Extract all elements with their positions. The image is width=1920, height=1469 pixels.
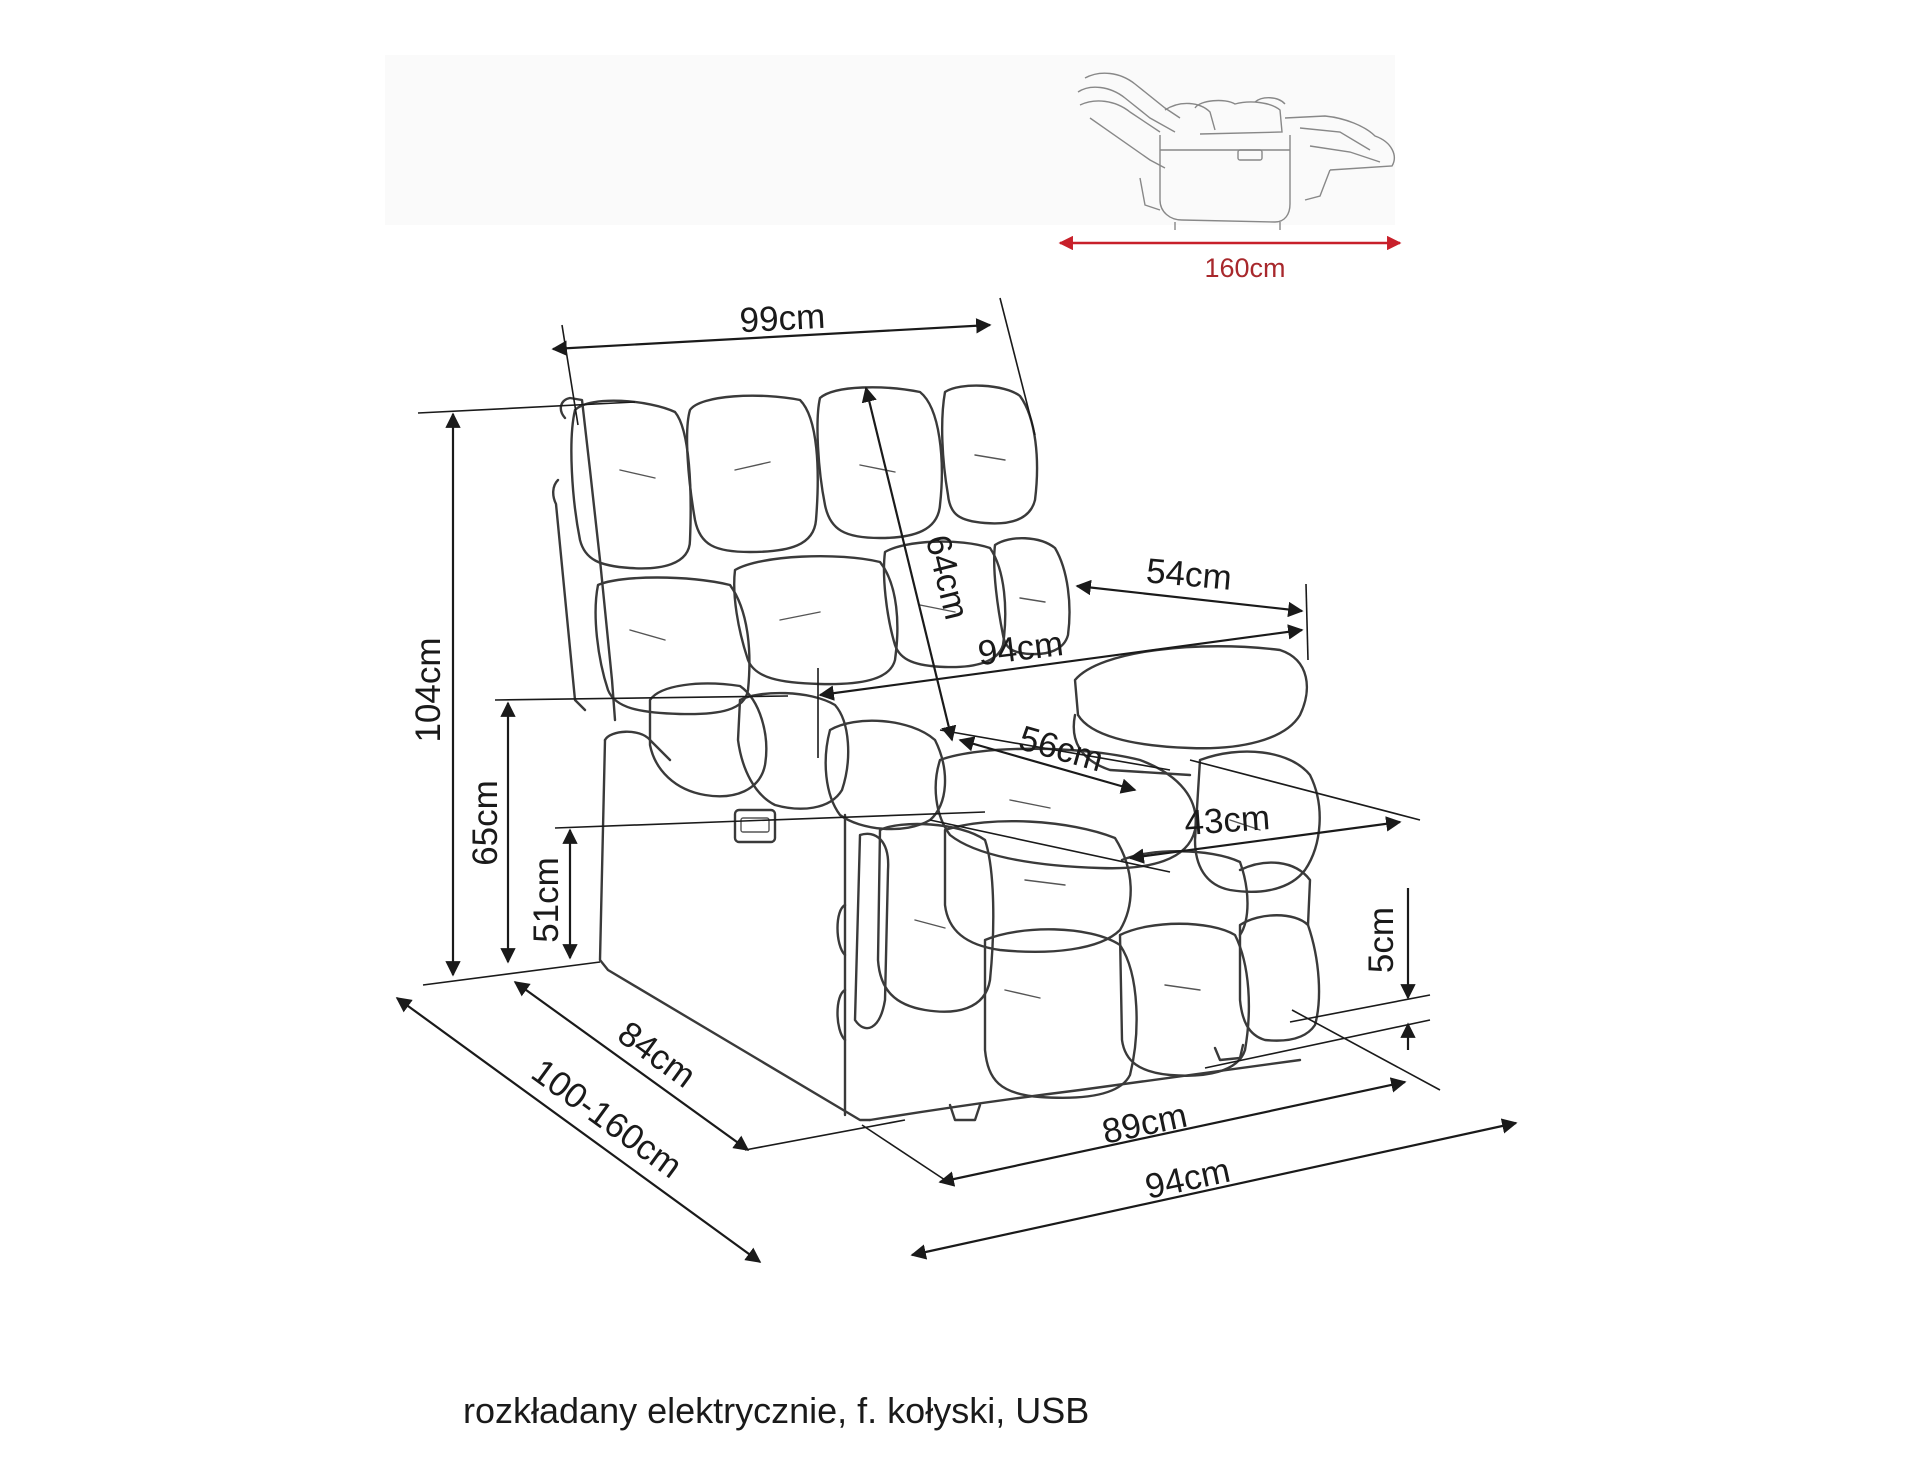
total-width-arrow <box>910 1118 1518 1260</box>
recliner-armchair-icon <box>552 384 1321 1122</box>
inner-width-arrow <box>818 624 1304 701</box>
seat-width-arrow <box>1128 816 1402 864</box>
total-height-label: 104cm <box>409 637 448 742</box>
extended-depth-arrow <box>395 997 762 1263</box>
armrest-depth-label: 54cm <box>1145 551 1234 597</box>
top-width-arrow <box>551 318 992 356</box>
background-panel <box>385 55 1395 225</box>
feature-caption: rozkładany elektrycznie, f. kołyski, USB <box>463 1390 1090 1431</box>
backrest-height-label: 64cm <box>918 531 977 623</box>
armrest-height-label: 65cm <box>466 780 505 866</box>
base-width-label: 89cm <box>1099 1096 1191 1152</box>
total-width-label: 94cm <box>1142 1151 1234 1207</box>
clearance-label: 5cm <box>1362 907 1401 973</box>
inner-width-label: 94cm <box>976 624 1066 673</box>
seat-depth-arrow <box>958 736 1137 794</box>
seat-width-label: 43cm <box>1183 798 1271 843</box>
top-width-label: 99cm <box>739 297 827 340</box>
armrest-depth-arrow <box>1075 579 1304 618</box>
extended-length-label: 160cm <box>1204 253 1285 283</box>
seat-height-label: 51cm <box>527 857 566 943</box>
reclined-chair-icon <box>1077 72 1395 230</box>
usb-panel-icon <box>733 808 777 844</box>
seat-depth-label: 56cm <box>1015 718 1108 779</box>
